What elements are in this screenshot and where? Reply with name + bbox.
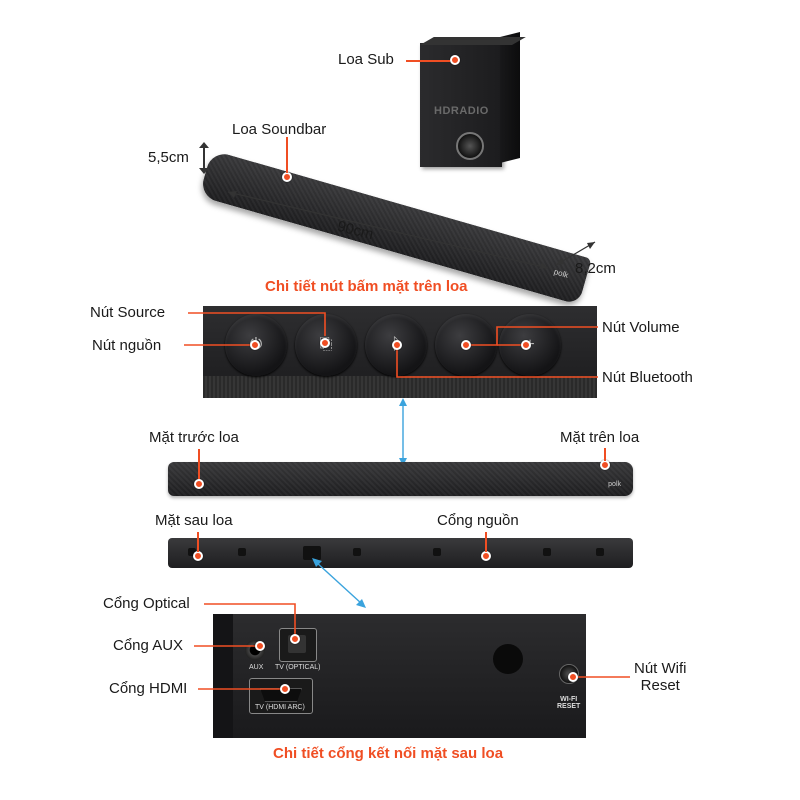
soundbar-rear [168,538,633,568]
label-volume: Nút Volume [602,319,680,336]
label-hdmi: Cổng HDMI [109,680,188,697]
label-height: 5,5cm [148,149,189,166]
optical-port[interactable] [279,628,317,662]
label-aux: Cổng AUX [113,637,184,654]
sub-marker [450,55,460,65]
height-arrow [203,145,205,171]
hdmi-label: TV (HDMI ARC) [255,704,305,711]
front-brand: polk [608,481,621,488]
subwoofer: HDRADIO [420,32,526,167]
soundbar-front: polk [168,462,633,496]
label-bluetooth: Nút Bluetooth [602,369,693,386]
top-buttons-panel: ⏻ ⎘ ᛒ − + [203,306,597,398]
label-front: Mặt trước loa [149,429,239,446]
width-arrow [227,191,596,269]
label-soundbar: Loa Soundbar [232,121,327,138]
heading-rear-ports: Chi tiết cổng kết nối mặt sau loa [273,745,504,762]
sub-knob [456,132,484,160]
aux-label: AUX [249,664,264,671]
mounting-hole [493,644,523,674]
label-depth: 8,2cm [575,260,616,277]
connector-arrow-top [399,398,407,466]
soundbar-marker [282,172,292,182]
label-rear: Mặt sau loa [155,512,233,529]
label-top: Mặt trên loa [560,429,640,446]
heading-top-buttons: Chi tiết nút bấm mặt trên loa [265,278,468,295]
sub-watermark: HDRADIO [434,105,489,117]
rear-ports-panel: AUX TV (OPTICAL) TV (HDMI ARC) WI-FI RES… [213,614,586,738]
label-sub: Loa Sub [338,51,394,68]
port-callout-lines [194,603,630,690]
wifi-label: WI-FI RESET [557,696,581,710]
connector-arrow-bottom [312,558,366,608]
label-power-port: Cổng nguồn [437,512,519,529]
label-wifi-reset: Nút Wifi Reset [634,660,687,694]
label-source: Nút Source [90,304,166,321]
label-optical: Cổng Optical [103,595,190,612]
label-power: Nút nguồn [92,337,162,354]
optical-label: TV (OPTICAL) [275,664,321,671]
button-callout-lines [184,312,598,378]
